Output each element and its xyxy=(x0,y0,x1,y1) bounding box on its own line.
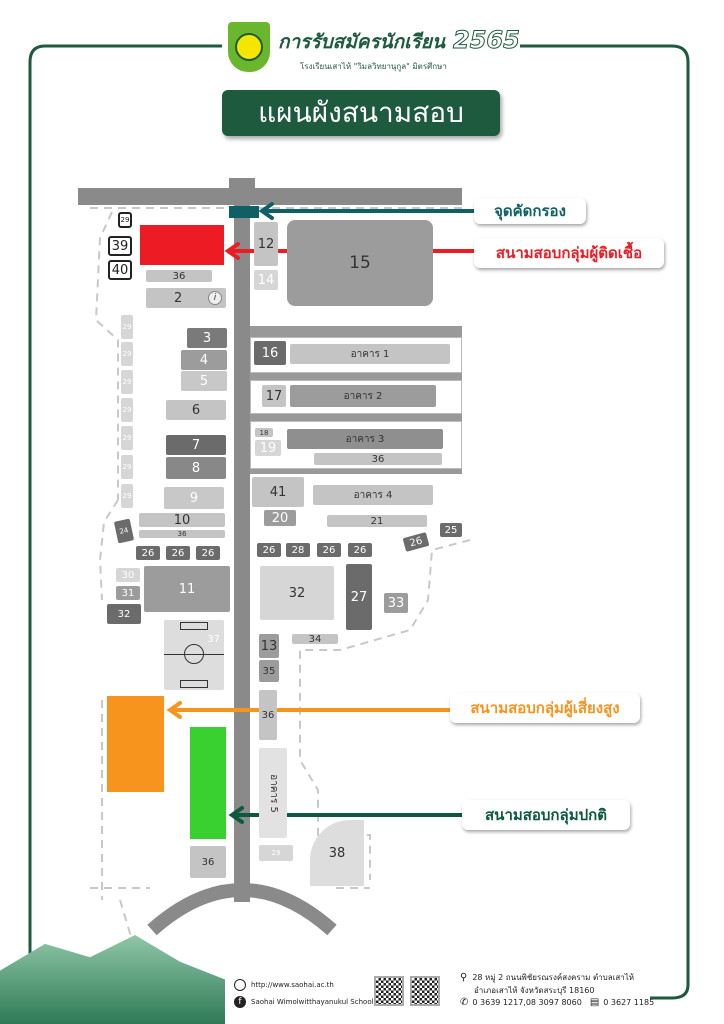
building-5: 5 xyxy=(181,371,227,391)
globe-icon xyxy=(234,979,246,991)
header-subtitle: โรงเรียนเสาไห้ "วิมลวิทยานุกูล" มิตรศึกษ… xyxy=(300,62,447,71)
building-29: 29 xyxy=(121,315,133,339)
building-28: 28 xyxy=(286,543,310,557)
building-a4: อาคาร 4 xyxy=(313,485,433,505)
building-37-label: 37 xyxy=(207,634,220,645)
building-36d: 36 xyxy=(190,846,226,878)
header-year: 2565 xyxy=(453,26,521,55)
infected-callout: สนามสอบกลุ่มผู้ติดเชื้อ xyxy=(474,238,664,268)
building-29: 29 xyxy=(121,342,133,366)
building-17: 17 xyxy=(262,385,286,407)
screening-callout: จุดคัดกรอง xyxy=(474,198,586,224)
facebook-icon: f xyxy=(234,996,246,1008)
building-29b: 29 xyxy=(259,845,293,861)
high-risk-exam-area xyxy=(107,696,164,792)
building-4: 4 xyxy=(181,350,227,370)
building-26: 26 xyxy=(166,546,190,560)
phone-number: 0 3639 1217,08 3097 8060 xyxy=(472,998,582,1007)
building-6: 6 xyxy=(166,400,226,420)
building-29: 29 xyxy=(121,455,133,479)
building-a3: อาคาร 3 xyxy=(287,429,443,449)
building-8: 8 xyxy=(166,457,226,479)
building-34: 34 xyxy=(292,634,338,645)
address-line-2-row: อำเภอเสาไห้ จังหวัดสระบุรี 18160 xyxy=(474,984,594,997)
website-link[interactable]: http://www.saohai.ac.th xyxy=(251,981,334,989)
school-logo xyxy=(228,22,270,72)
building-29: 29 xyxy=(121,484,133,508)
header: การรับสมัครนักเรียน 2565 xyxy=(278,26,520,57)
header-title: การรับสมัครนักเรียน xyxy=(278,31,445,53)
building-19: 19 xyxy=(255,440,281,456)
location-icon: ⚲ xyxy=(460,972,468,983)
building-13: 13 xyxy=(259,634,279,658)
building-3: 3 xyxy=(187,328,227,348)
building-18: 18 xyxy=(255,428,273,437)
building-a2: อาคาร 2 xyxy=(290,385,436,407)
football-field-37: 37 xyxy=(164,620,224,690)
building-26: 26 xyxy=(196,546,220,560)
building-25: 25 xyxy=(440,523,462,537)
info-icon: i xyxy=(208,291,222,305)
building-33: 33 xyxy=(384,593,408,613)
building-31: 31 xyxy=(116,586,140,600)
building-14: 14 xyxy=(254,270,278,290)
screening-point xyxy=(229,206,259,218)
facebook-link[interactable]: Saohai Wimolwitthayanukul School. xyxy=(251,998,376,1006)
building-36c: 36 xyxy=(139,530,225,538)
building-29: 29 xyxy=(121,370,133,394)
building-2-label: 2 xyxy=(174,290,183,306)
building-41: 41 xyxy=(252,477,304,507)
building-a1: อาคาร 1 xyxy=(290,344,450,364)
qr-code xyxy=(410,976,440,1006)
building-26: 26 xyxy=(348,543,372,557)
building-29: 29 xyxy=(118,212,132,228)
building-39: 39 xyxy=(108,236,132,256)
fax-icon: ▤ xyxy=(589,997,600,1008)
building-9: 9 xyxy=(164,487,224,509)
building-36b: 36 xyxy=(314,453,442,465)
infected-exam-area xyxy=(140,225,224,265)
building-40: 40 xyxy=(108,260,132,280)
page-title: แผนผังสนามสอบ xyxy=(222,90,500,136)
building-a5: อาคาร 5 xyxy=(259,748,287,838)
address-line-1-row: ⚲ 28 หมู่ 2 ถนนพิชัยรณรงค์สงคราม ตำบลเสา… xyxy=(460,971,634,984)
building-26: 26 xyxy=(136,546,160,560)
building-35: 35 xyxy=(259,660,279,682)
building-26: 26 xyxy=(257,543,281,557)
building-29: 29 xyxy=(121,398,133,422)
phone-icon: ✆ xyxy=(460,997,469,1008)
building-16: 16 xyxy=(254,341,286,365)
building-30: 30 xyxy=(116,568,140,582)
building-11: 11 xyxy=(144,566,230,612)
building-32: 32 xyxy=(107,604,141,624)
website-line: http://www.saohai.ac.th xyxy=(234,979,334,991)
building-12: 12 xyxy=(254,222,278,266)
address-line-2: อำเภอเสาไห้ จังหวัดสระบุรี 18160 xyxy=(474,986,595,995)
contact-line: ✆ 0 3639 1217,08 3097 8060 ▤ 0 3627 1185 xyxy=(460,997,654,1008)
building-32b: 32 xyxy=(260,566,334,620)
facebook-line: f Saohai Wimolwitthayanukul School. xyxy=(234,996,376,1008)
building-36e: 36 xyxy=(259,690,277,740)
building-29: 29 xyxy=(121,426,133,450)
building-10: 10 xyxy=(139,513,225,528)
building-36: 36 xyxy=(146,270,212,282)
fax-number: 0 3627 1185 xyxy=(603,998,655,1007)
address-line-1: 28 หมู่ 2 ถนนพิชัยรณรงค์สงคราม ตำบลเสาไห… xyxy=(472,973,635,982)
building-7: 7 xyxy=(166,435,226,455)
building-26: 26 xyxy=(317,543,341,557)
qr-code xyxy=(374,976,404,1006)
high-risk-callout: สนามสอบกลุ่มผู้เสี่ยงสูง xyxy=(450,693,640,723)
building-15: 15 xyxy=(287,220,433,306)
building-a5-label: อาคาร 5 xyxy=(267,773,279,813)
normal-exam-area xyxy=(190,727,226,839)
normal-callout: สนามสอบกลุ่มปกติ xyxy=(462,800,630,830)
building-27: 27 xyxy=(346,564,372,630)
building-20: 20 xyxy=(264,510,296,526)
building-21: 21 xyxy=(327,515,427,527)
